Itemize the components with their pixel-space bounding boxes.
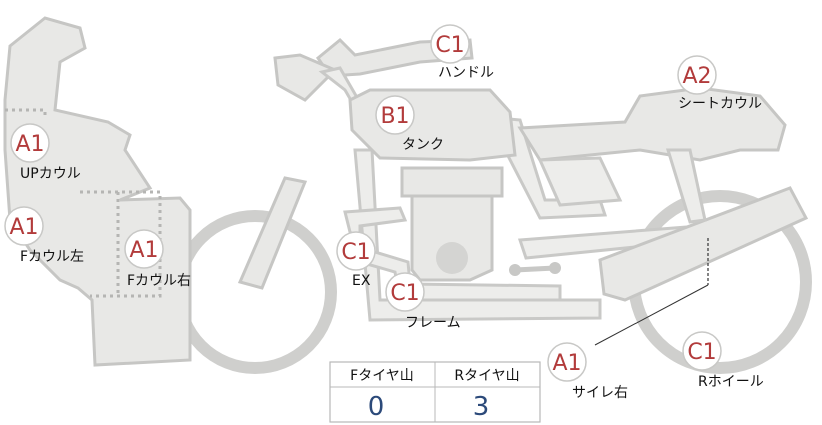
part-label-seat-cowl: シートカウル [678,96,762,112]
muffler [598,186,809,302]
cowl-division [80,190,162,298]
footpeg-bar [514,265,556,273]
badge-code: A1 [9,215,38,240]
cowl-division [5,108,47,115]
headlight-bracket [273,53,338,102]
rear-tread-header: Rタイヤ山 [454,368,519,384]
muffler-leader [594,284,709,346]
part-badge-rear-wheel: C1 [682,331,722,371]
rear-tread-value: 3 [473,392,490,422]
front-cowl [3,16,192,367]
badge-code: A1 [552,351,581,376]
part-label-tank: タンク [402,137,444,153]
part-label-exhaust: EX [352,273,371,289]
rear-shock [665,148,707,224]
part-badge-f-cowl-right: A1 [124,229,164,269]
part-label-rear-wheel: Rホイール [698,374,764,390]
engine-block [410,194,494,282]
rear-frame [537,156,623,207]
part-badge-seat-cowl: A2 [677,55,717,95]
front-tread-header: Fタイヤ山 [350,368,414,384]
front-wheel [173,210,337,374]
part-label-f-cowl-right: Fカウル右 [127,273,191,289]
part-badge-exhaust: C1 [336,231,376,271]
part-badge-tank: B1 [375,95,415,135]
badge-code: C1 [687,340,716,365]
part-label-up-cowl: UPカウル [20,166,81,182]
part-badge-frame: C1 [385,272,425,312]
engine-head [400,166,504,198]
badge-code: C1 [390,281,419,306]
part-badge-f-cowl-left: A1 [4,206,44,246]
part-label-handle: ハンドル [438,65,494,81]
front-fork [237,176,308,290]
part-label-frame: フレーム [405,315,461,331]
part-badge-up-cowl: A1 [10,123,50,163]
part-badge-silencer: A1 [547,342,587,382]
part-label-silencer: サイレ右 [572,385,628,401]
badge-code: B1 [380,104,409,129]
badge-code: C1 [341,240,370,265]
badge-code: C1 [435,33,464,58]
engine-cover [436,242,468,274]
part-label-f-cowl-left: Fカウル左 [20,249,84,265]
badge-code: A2 [682,64,711,89]
tread-table: Fタイヤ山 Rタイヤ山 0 3 [329,361,541,423]
badge-code: A1 [15,132,44,157]
front-tread-value: 0 [368,392,385,422]
badge-code: A1 [129,238,158,263]
part-badge-handle: C1 [430,24,470,64]
seat-cowl [517,86,787,162]
